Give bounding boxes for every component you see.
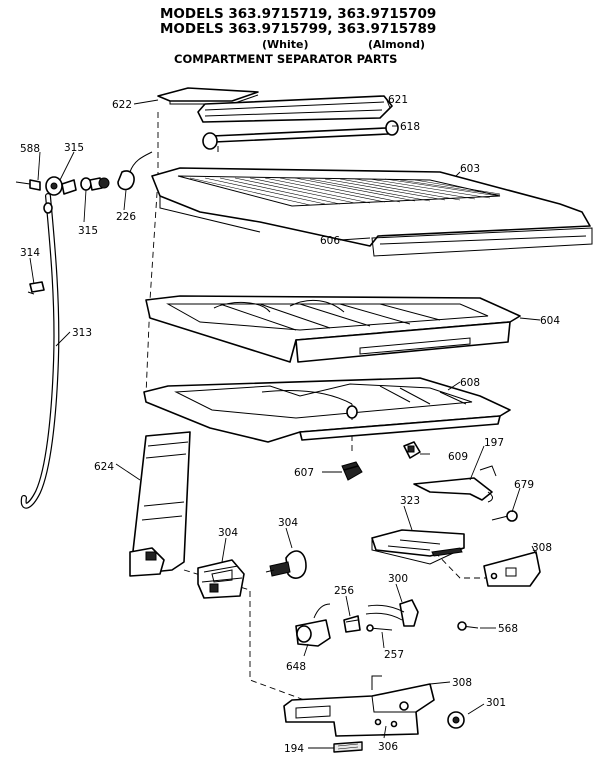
label-315-upper: 315	[64, 142, 84, 154]
part-323-bracket	[371, 529, 465, 565]
part-618-rod	[202, 120, 399, 152]
label-648: 648	[286, 661, 306, 673]
part-304-knob	[265, 550, 307, 579]
label-315-lower: 315	[78, 225, 98, 237]
label-256: 256	[334, 585, 354, 597]
part-315-damper	[45, 176, 110, 196]
assembly-guide-line	[427, 544, 486, 579]
part-604-separator	[145, 295, 521, 363]
label-314: 314	[20, 247, 40, 259]
label-226: 226	[116, 211, 136, 223]
part-607-knob	[341, 461, 363, 481]
part-622-cover	[157, 87, 259, 105]
label-568: 568	[498, 623, 518, 635]
part-679-screw	[491, 510, 518, 522]
label-609: 609	[448, 451, 468, 463]
part-624-post	[129, 431, 191, 577]
label-608: 608	[460, 377, 480, 389]
label-257: 257	[384, 649, 404, 661]
label-301: 301	[486, 697, 506, 709]
part-226-clip	[117, 151, 153, 191]
label-607: 607	[294, 467, 314, 479]
part-194-label	[333, 741, 363, 753]
part-588-screw	[15, 179, 41, 191]
label-323: 323	[400, 495, 420, 507]
part-568-screw	[457, 621, 479, 631]
part-308-plate	[483, 551, 541, 587]
part-621-rail	[197, 95, 393, 123]
label-304-right: 304	[278, 517, 298, 529]
models-line-1: MODELS 363.9715719, 363.9715709	[160, 6, 437, 22]
label-304-left: 304	[218, 527, 238, 539]
part-609-clip	[403, 441, 421, 459]
label-624: 624	[94, 461, 114, 473]
diagram-title: COMPARTMENT SEPARATOR PARTS	[174, 52, 398, 66]
label-622: 622	[112, 99, 132, 111]
label-306: 306	[378, 741, 398, 753]
label-588: 588	[20, 143, 40, 155]
label-618: 618	[400, 121, 420, 133]
part-306-housing	[283, 675, 435, 737]
label-603: 603	[460, 163, 480, 175]
label-300: 300	[388, 573, 408, 585]
part-257-screw	[366, 624, 393, 632]
part-300-control	[365, 599, 419, 627]
label-313: 313	[72, 327, 92, 339]
color-almond-label: (Almond)	[368, 38, 426, 51]
label-194: 194	[284, 743, 304, 755]
leader-lines	[29, 97, 541, 749]
label-606: 606	[320, 235, 340, 247]
part-314-clamp	[27, 281, 45, 295]
color-white-label: (White)	[262, 38, 309, 51]
models-line-2: MODELS 363.9715799, 363.9715789	[160, 21, 437, 37]
part-304-block	[197, 559, 245, 599]
part-256-clip	[343, 615, 361, 633]
label-679: 679	[514, 479, 534, 491]
part-197-spring	[413, 465, 497, 503]
assembly-guide-line	[145, 112, 159, 396]
part-301-knob	[447, 711, 465, 729]
part-313-drain-tube	[20, 193, 60, 509]
label-308-upper: 308	[532, 542, 552, 554]
label-197: 197	[484, 437, 504, 449]
part-648-thermostat	[295, 603, 331, 647]
part-608-tray	[143, 377, 511, 443]
part-603-shelf	[151, 167, 593, 257]
label-308-lower: 308	[452, 677, 472, 689]
label-604: 604	[540, 315, 560, 327]
label-621: 621	[388, 94, 408, 106]
